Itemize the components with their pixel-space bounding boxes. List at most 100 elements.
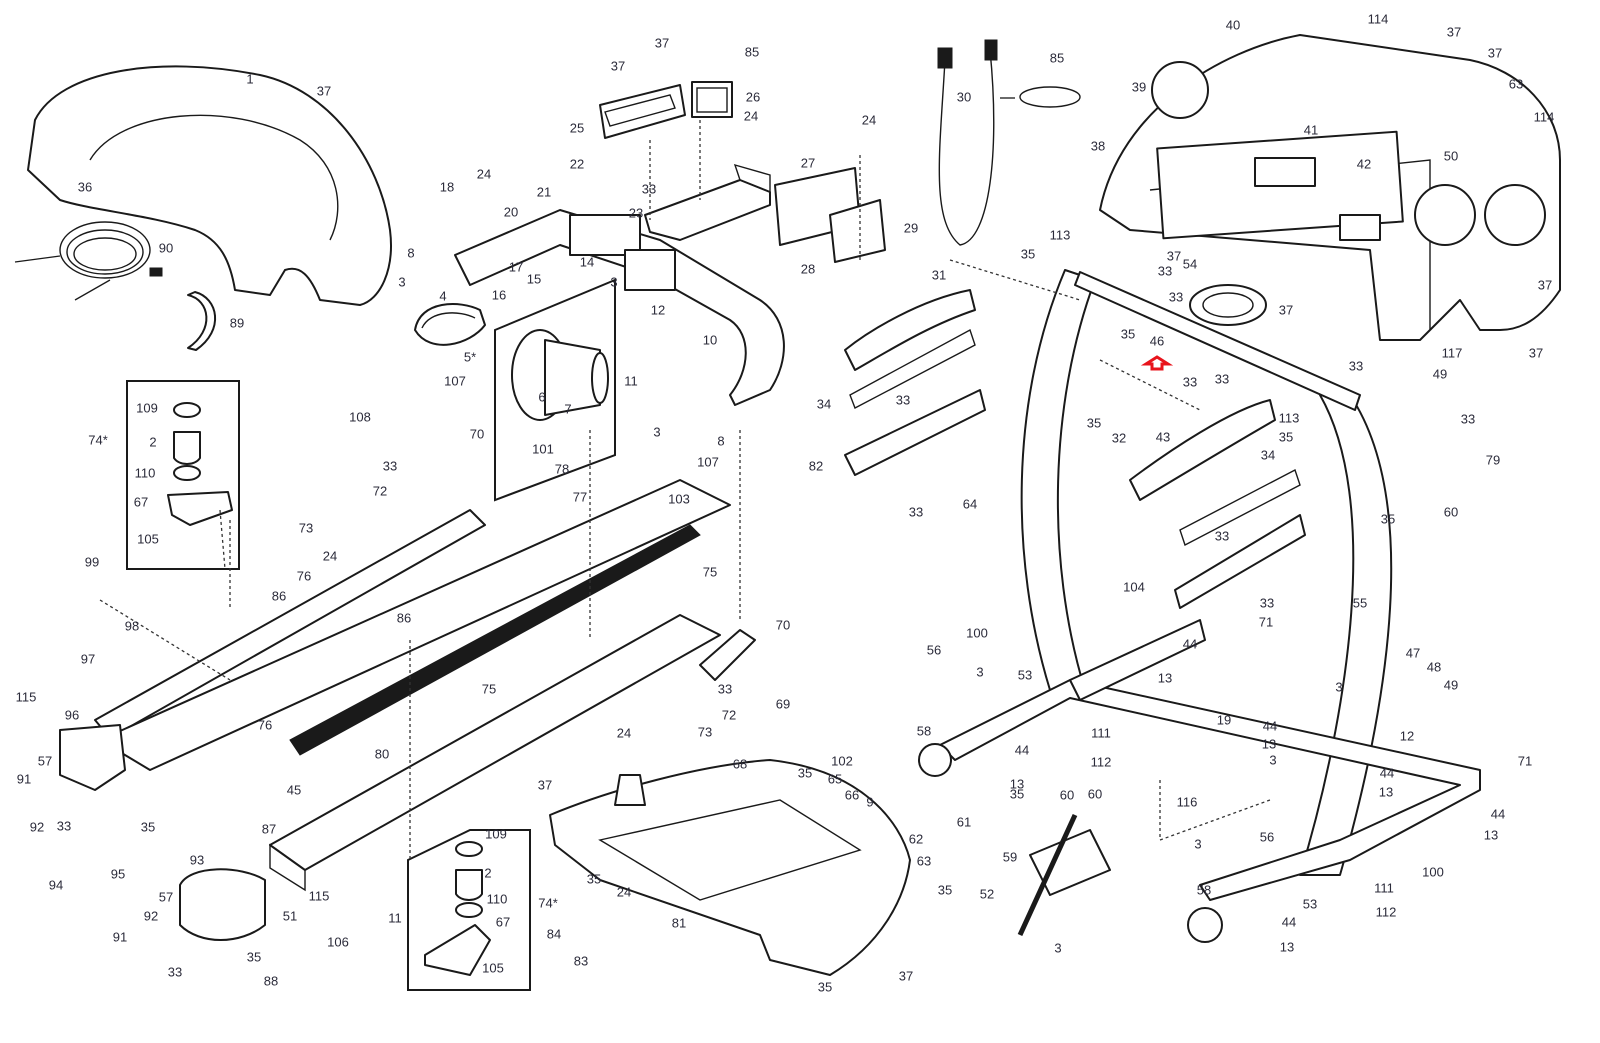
callout-label-75: 75 xyxy=(482,681,496,696)
callout-label-81: 81 xyxy=(672,915,686,930)
callout-label-99: 99 xyxy=(85,554,99,569)
callout-label-37: 37 xyxy=(1447,24,1461,39)
callout-label-112: 112 xyxy=(1376,904,1397,919)
callout-label-76: 76 xyxy=(297,568,311,583)
callout-label-37: 37 xyxy=(611,58,625,73)
part-base-frame-116 xyxy=(918,619,1481,943)
callout-label-77: 77 xyxy=(573,489,587,504)
callout-label-111: 111 xyxy=(1091,725,1111,740)
callout-label-54: 54 xyxy=(1183,256,1197,271)
callout-label-67: 67 xyxy=(496,914,510,929)
callout-label-4: 4 xyxy=(439,288,446,303)
callout-label-53: 53 xyxy=(1018,667,1032,682)
callout-label-33: 33 xyxy=(1349,358,1363,373)
callout-label-110: 110 xyxy=(135,465,156,480)
callout-label-40: 40 xyxy=(1226,17,1240,32)
part-crossbar-46 xyxy=(1074,271,1361,411)
part-handrail-31 xyxy=(844,289,986,476)
callout-label-74-star: 74* xyxy=(538,895,558,910)
callout-label-113: 113 xyxy=(1279,410,1300,425)
callout-label-26: 26 xyxy=(746,89,760,104)
callout-label-85: 85 xyxy=(745,44,759,59)
callout-label-49: 49 xyxy=(1433,366,1447,381)
callout-label-8: 8 xyxy=(407,245,414,260)
callout-label-91: 91 xyxy=(113,929,127,944)
callout-label-37: 37 xyxy=(655,35,669,50)
callout-label-37: 37 xyxy=(1167,248,1181,263)
part-transformer-26 xyxy=(691,81,733,118)
callout-label-100: 100 xyxy=(1422,864,1444,879)
part-console-38 xyxy=(1099,34,1561,341)
callout-label-108: 108 xyxy=(349,409,371,424)
callout-label-112: 112 xyxy=(1091,754,1112,769)
callout-label-10: 10 xyxy=(703,332,717,347)
callout-label-35: 35 xyxy=(1121,326,1135,341)
callout-label-80: 80 xyxy=(375,746,389,761)
callout-label-53: 53 xyxy=(1303,896,1317,911)
callout-label-2: 2 xyxy=(484,865,491,880)
part-controller-25 xyxy=(599,84,686,139)
callout-label-32: 32 xyxy=(1112,430,1126,445)
callout-label-33: 33 xyxy=(57,818,71,833)
callout-label-66: 66 xyxy=(845,787,859,802)
part-key-54 xyxy=(1189,284,1267,326)
callout-label-79: 79 xyxy=(1486,452,1500,467)
callout-label-71: 71 xyxy=(1518,753,1532,768)
callout-label-24: 24 xyxy=(617,725,631,740)
callout-label-103: 103 xyxy=(668,491,690,506)
callout-label-19: 19 xyxy=(1217,712,1231,727)
callout-label-43: 43 xyxy=(1156,429,1170,444)
callout-label-115: 115 xyxy=(16,689,37,704)
callout-label-44: 44 xyxy=(1380,765,1394,780)
callout-label-37: 37 xyxy=(899,968,913,983)
callout-label-102: 102 xyxy=(831,753,853,768)
part-handrail-43 xyxy=(1129,399,1306,609)
callout-label-18: 18 xyxy=(440,179,454,194)
callout-label-50: 50 xyxy=(1444,148,1458,163)
callout-label-58: 58 xyxy=(917,723,931,738)
callout-label-87: 87 xyxy=(262,821,276,836)
callout-label-14: 14 xyxy=(580,254,594,269)
callout-label-107: 107 xyxy=(444,373,466,388)
callout-label-35: 35 xyxy=(1279,429,1293,444)
callout-label-37: 37 xyxy=(1488,45,1502,60)
highlight-arrow-icon xyxy=(1140,355,1174,371)
callout-label-44: 44 xyxy=(1282,914,1296,929)
callout-label-92: 92 xyxy=(144,908,158,923)
callout-label-29: 29 xyxy=(904,220,918,235)
part-wire-30 xyxy=(937,39,998,246)
callout-label-96: 96 xyxy=(65,707,79,722)
callout-label-101: 101 xyxy=(532,441,554,456)
callout-label-15: 15 xyxy=(527,271,541,286)
callout-label-35: 35 xyxy=(798,765,812,780)
callout-label-93: 93 xyxy=(190,852,204,867)
callout-label-44: 44 xyxy=(1183,636,1197,651)
callout-label-12: 12 xyxy=(1400,728,1414,743)
callout-label-65: 65 xyxy=(828,771,842,786)
callout-label-63: 63 xyxy=(1509,76,1523,91)
callout-label-86: 86 xyxy=(272,588,286,603)
callout-label-49: 49 xyxy=(1444,677,1458,692)
callout-label-113: 113 xyxy=(1050,227,1071,242)
callout-label-21: 21 xyxy=(537,184,551,199)
callout-label-104: 104 xyxy=(1123,579,1145,594)
callout-label-24: 24 xyxy=(862,112,876,127)
callout-label-16: 16 xyxy=(492,287,506,302)
callout-label-13: 13 xyxy=(1010,776,1024,791)
callout-label-69: 69 xyxy=(776,696,790,711)
callout-label-12: 12 xyxy=(651,302,665,317)
callout-label-39: 39 xyxy=(1132,79,1146,94)
part-drive-belt-4 xyxy=(414,303,486,346)
callout-label-60: 60 xyxy=(1088,786,1102,801)
callout-label-24: 24 xyxy=(744,108,758,123)
callout-label-33: 33 xyxy=(896,392,910,407)
callout-label-35: 35 xyxy=(247,949,261,964)
callout-label-105: 105 xyxy=(482,960,504,975)
callout-label-24: 24 xyxy=(477,166,491,181)
callout-label-60: 60 xyxy=(1444,504,1458,519)
callout-label-51: 51 xyxy=(283,908,297,923)
callout-label-37: 37 xyxy=(1279,302,1293,317)
callout-label-109: 109 xyxy=(136,400,158,415)
callout-label-2: 2 xyxy=(149,434,156,449)
